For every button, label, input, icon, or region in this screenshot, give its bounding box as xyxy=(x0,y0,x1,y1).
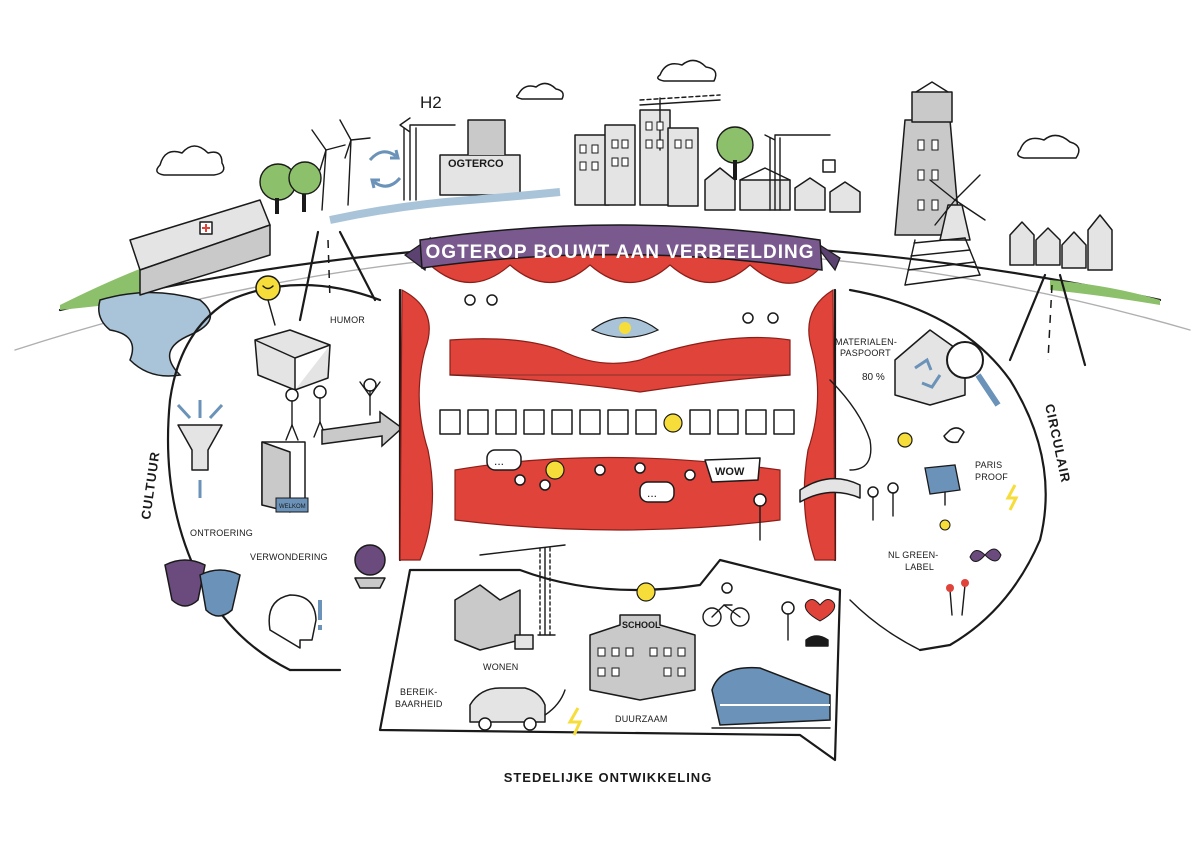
region-circulair: CIRCULAIR MATERIALEN- PASPOORT 80 % PARI… xyxy=(799,288,1073,652)
school-label: SCHOOL xyxy=(622,620,661,630)
crystal-ball-icon xyxy=(354,544,386,576)
train-icon xyxy=(711,666,831,726)
nlgreen-label-2: LABEL xyxy=(905,562,934,572)
speech-dots: ... xyxy=(494,454,504,468)
lightbulb-icon xyxy=(545,460,565,480)
magnifier-icon xyxy=(946,341,984,379)
heart-icon xyxy=(804,599,836,622)
section-label-cultuur: CULTUUR xyxy=(138,450,162,520)
sun-icon xyxy=(897,432,913,448)
butterfly-icon xyxy=(969,548,1002,562)
paris-label-1: PARIS xyxy=(975,460,1002,470)
lightbulb-icon xyxy=(663,413,683,433)
ontroering-label: ONTROERING xyxy=(190,528,253,538)
funnel-icon xyxy=(177,424,223,471)
banner-title: OGTEROP BOUWT AAN VERBEELDING xyxy=(426,242,815,263)
factory-sign: OGTERCO xyxy=(448,158,504,170)
region-cultuur: CULTUUR HUMOR ONTROERING WELKOM VERWONDE… xyxy=(138,275,404,672)
wonen-label: WONEN xyxy=(483,662,519,672)
plug-icon xyxy=(943,427,965,444)
materialen-label-2: PASPOORT xyxy=(840,348,891,358)
theater-stage: ... ... WOW xyxy=(398,254,837,562)
bereikbaarheid-label-2: BAARHEID xyxy=(395,699,443,709)
section-label-stedelijke: STEDELIJKE ONTWIKKELING xyxy=(504,770,713,785)
h2-label: H2 xyxy=(420,93,442,112)
stick-figures xyxy=(285,378,381,441)
curtain-right xyxy=(803,288,836,561)
curtain-top xyxy=(429,254,821,284)
person-walking-dog-icon xyxy=(781,601,829,647)
speech-bubble xyxy=(639,481,675,503)
bee-icon xyxy=(939,519,951,531)
region-stedelijke-ontwikkeling: STEDELIJKE ONTWIKKELING WONEN SCHOOL xyxy=(378,544,842,785)
section-label-circulair: CIRCULAIR xyxy=(1042,403,1073,485)
school-building-icon xyxy=(589,614,696,701)
lightning-icon xyxy=(1005,484,1019,511)
car-icon xyxy=(469,687,546,723)
cloud xyxy=(657,59,717,82)
cloud xyxy=(515,82,564,100)
speech-bubble xyxy=(486,449,522,471)
arrow-icon xyxy=(321,410,404,448)
road-left xyxy=(298,230,377,322)
paris-label-2: PROOF xyxy=(975,472,1008,482)
river xyxy=(98,291,212,377)
flowers-icon xyxy=(946,579,969,616)
audience-seats xyxy=(454,456,781,531)
percent-label: 80 % xyxy=(862,372,885,383)
theater-mask-sad-icon xyxy=(164,559,206,607)
placard-row xyxy=(439,409,795,435)
skyline: H2 OGTERCO xyxy=(129,59,1113,296)
cloud xyxy=(1017,134,1080,159)
verwondering-label: VERWONDERING xyxy=(250,552,328,562)
lightning-icon xyxy=(567,707,583,736)
solar-panel-icon xyxy=(924,464,961,495)
bicycle-icon xyxy=(702,582,750,627)
duurzaam-label: DUURZAAM xyxy=(615,714,668,724)
welkom-label: WELKOM xyxy=(279,504,306,510)
title-banner: OGTEROP BOUWT AAN VERBEELDING xyxy=(403,224,841,272)
wow-label: WOW xyxy=(715,466,745,478)
speech-dots: ... xyxy=(647,486,657,500)
nlgreen-label-1: NL GREEN- xyxy=(888,550,938,560)
materialen-label-1: MATERIALEN- xyxy=(835,337,897,347)
connector-arrow xyxy=(849,599,921,651)
curtain-left xyxy=(399,289,434,561)
house-icon xyxy=(454,584,521,651)
head-icon xyxy=(268,594,317,649)
road-right xyxy=(1008,273,1087,367)
humor-label: HUMOR xyxy=(330,315,365,325)
bereikbaarheid-label-1: BEREIK- xyxy=(400,687,437,697)
lightbulb-icon xyxy=(636,582,656,602)
wow-bubble xyxy=(704,457,761,483)
cloud xyxy=(156,145,225,176)
theater-mask-happy-icon xyxy=(199,569,241,617)
open-box-icon xyxy=(254,329,331,391)
bridge-icon xyxy=(799,477,861,503)
